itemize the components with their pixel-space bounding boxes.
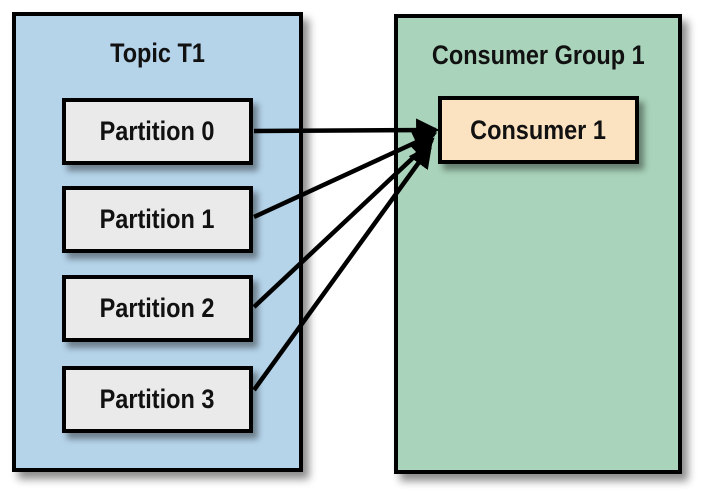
consumer-1-box: Consumer 1 [438, 96, 639, 164]
consumer-group-title-label: Consumer Group 1 [431, 40, 645, 70]
partition-3-label: Partition 3 [100, 384, 215, 414]
partition-3-box: Partition 3 [62, 366, 253, 433]
partition-2-box: Partition 2 [62, 275, 253, 342]
partition-1-label: Partition 1 [100, 204, 215, 234]
consumer-1-label: Consumer 1 [470, 114, 607, 145]
partition-0-box: Partition 0 [62, 98, 253, 165]
topic-title: Topic T1 [16, 38, 299, 68]
consumer-group-box: Consumer Group 1 Consumer 1 [394, 14, 682, 474]
partition-0-label: Partition 0 [100, 116, 215, 146]
partition-1-box: Partition 1 [62, 186, 253, 253]
consumer-group-title: Consumer Group 1 [398, 40, 678, 70]
topic-box: Topic T1 Partition 0 Partition 1 Partiti… [12, 12, 303, 472]
partition-2-label: Partition 2 [100, 293, 215, 323]
topic-title-label: Topic T1 [110, 38, 205, 68]
